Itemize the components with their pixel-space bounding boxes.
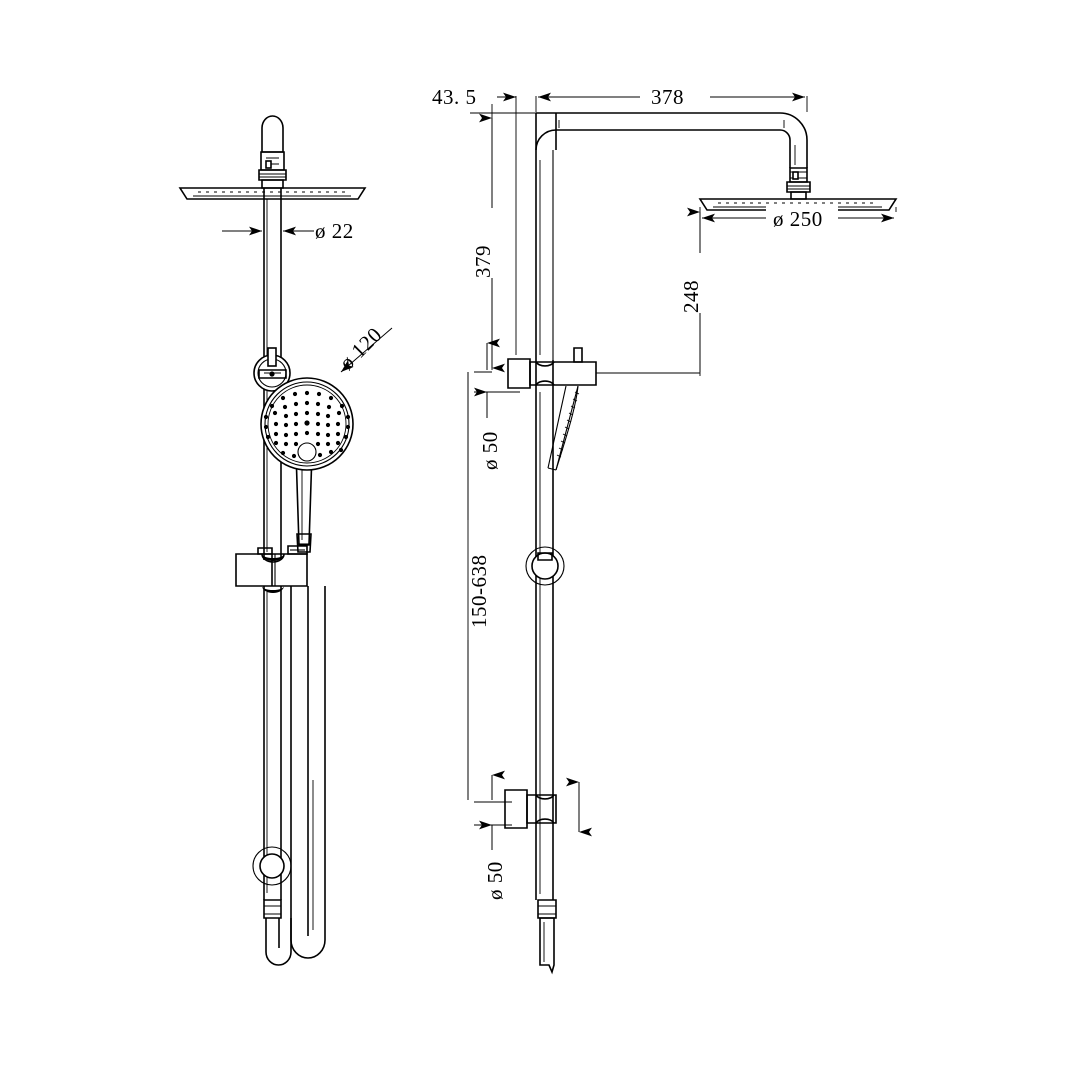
dim-slide-range: 150-638 bbox=[467, 372, 491, 800]
side-hose-end bbox=[537, 899, 557, 975]
dim-upper-bracket-diameter: ø 50 bbox=[474, 338, 502, 470]
extension-lines bbox=[467, 96, 897, 826]
dim-arm-reach: 378 bbox=[538, 84, 805, 110]
dim-label-rain-head-diameter: ø 250 bbox=[773, 207, 823, 231]
side-view-group: 43. 5 378 379 ø 250 248 bbox=[432, 84, 898, 975]
dim-rain-head-diameter: ø 250 bbox=[702, 206, 894, 232]
dim-label-upper-bracket-diameter: ø 50 bbox=[478, 431, 502, 470]
dim-label-wall-offset: 43. 5 bbox=[432, 85, 477, 109]
side-slide-rail bbox=[525, 360, 565, 900]
side-rain-shower-head bbox=[698, 198, 898, 211]
side-upper-bracket bbox=[507, 347, 700, 471]
dim-riser-diameter: ø 22 bbox=[222, 219, 354, 243]
dim-wall-offset: 43. 5 bbox=[432, 85, 540, 114]
front-lower-riser-and-hose bbox=[252, 586, 326, 966]
dim-hand-shower-diameter: ø 120 bbox=[335, 322, 393, 375]
side-shower-arm bbox=[535, 112, 808, 360]
dim-head-to-bracket: 248 bbox=[679, 207, 705, 372]
dim-label-inlet-to-bracket: 379 bbox=[471, 245, 495, 278]
front-rain-shower-head bbox=[178, 187, 367, 200]
dim-label-lower-bracket-diameter: ø 50 bbox=[483, 861, 507, 900]
front-view-group: ø 22 ø 120 bbox=[178, 115, 393, 966]
front-hand-shower bbox=[260, 377, 354, 553]
side-lower-bracket bbox=[504, 789, 557, 829]
front-diverter-collar bbox=[253, 347, 291, 392]
dim-label-slide-range: 150-638 bbox=[467, 555, 491, 629]
front-riser-top-cap bbox=[258, 115, 287, 189]
dim-lower-bracket-diameter: ø 50 bbox=[479, 770, 507, 900]
dim-inlet-to-bracket: 379 bbox=[471, 113, 505, 373]
dim-label-head-to-bracket: 248 bbox=[679, 280, 703, 313]
dim-label-riser-diameter: ø 22 bbox=[315, 219, 354, 243]
dim-label-arm-reach: 378 bbox=[651, 85, 684, 109]
front-slider-bracket bbox=[235, 545, 308, 593]
dim-label-hand-shower-diameter: ø 120 bbox=[335, 322, 387, 374]
side-head-connector bbox=[786, 167, 811, 200]
